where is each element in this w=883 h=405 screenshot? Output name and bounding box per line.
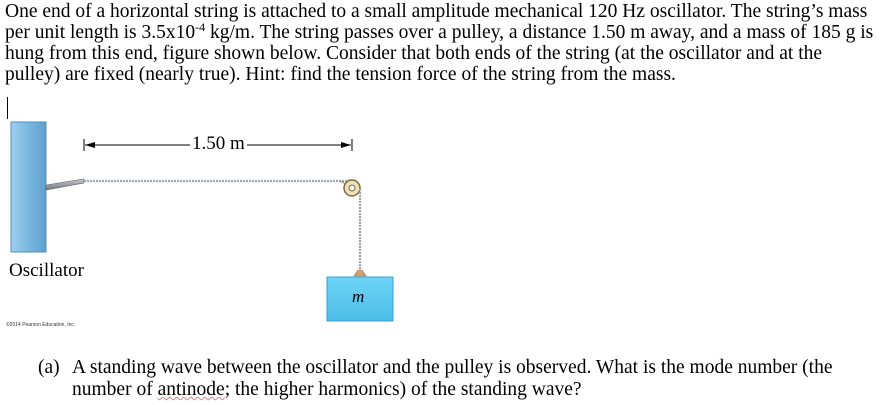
hanging-mass	[326, 276, 394, 322]
oscillator-rod	[45, 178, 85, 191]
question-label: (a)	[38, 357, 60, 378]
oscillator-block	[10, 121, 47, 253]
copyright-notice: ©2014 Pearson Education, Inc.	[6, 322, 76, 328]
oscillator-label: Oscillator	[9, 260, 84, 281]
problem-text-part2: kg/m. The string passes over a pulley, a…	[5, 22, 874, 85]
question-text-after: ; the higher harmonics) of the standing …	[224, 379, 582, 400]
mass-hook	[353, 269, 367, 277]
exponent: -4	[195, 20, 206, 34]
problem-text-part1: One end of a horizontal string is attach…	[5, 1, 868, 43]
distance-label: 1.50 m	[190, 133, 247, 155]
mass-label: m	[352, 287, 365, 306]
question-a: (a) A standing wave between the oscillat…	[38, 357, 878, 401]
question-text: A standing wave between the oscillator a…	[38, 357, 878, 401]
pulley-axle	[348, 184, 356, 192]
text-cursor	[7, 97, 8, 119]
problem-statement: One end of a horizontal string is attach…	[5, 1, 881, 85]
figure-drawing	[10, 121, 394, 322]
oscillator-pulley-figure: 1.50 m Oscillator m ©2014 Pearson Educat…	[0, 112, 420, 337]
dimension-arrow-left	[85, 142, 95, 148]
dimension-arrow-right	[341, 142, 351, 148]
question-text-before: A standing wave between the oscillator a…	[72, 357, 833, 400]
spellcheck-word[interactable]: antinode	[157, 379, 225, 400]
